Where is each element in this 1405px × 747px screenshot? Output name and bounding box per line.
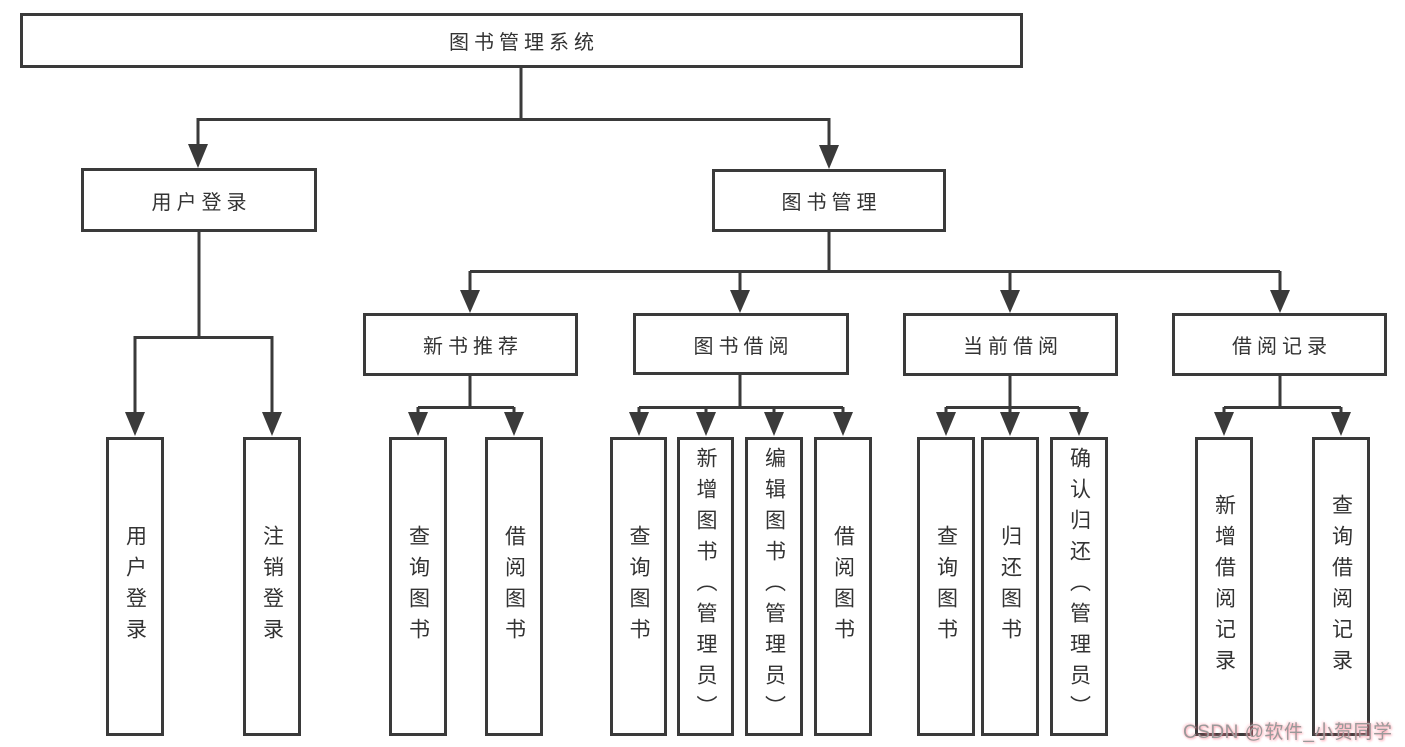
leaf-confirm-return-admin: 确认归还（管理员） (1050, 437, 1108, 736)
leaf-logout-login: 注销登录 (243, 437, 301, 736)
node-label: 归还图书 (998, 524, 1022, 649)
node-label: 用户登录 (123, 524, 147, 649)
leaf-query-books-borrowing: 查询图书 (610, 437, 667, 736)
node-label: 当前借阅 (963, 336, 1063, 358)
leaf-add-borrow-record: 新增借阅记录 (1195, 437, 1253, 736)
edges-new-book-recommend-to-leaves (408, 376, 524, 436)
node-book-management: 图书管理 (712, 169, 946, 232)
csdn-watermark: CSDN @软件_小贺同学 (1183, 722, 1393, 743)
edges-user-login-to-leaves (125, 232, 282, 436)
leaf-return-books: 归还图书 (981, 437, 1039, 736)
edges-borrowing-records-to-leaves (1214, 376, 1351, 436)
node-label: 图书借阅 (693, 335, 794, 358)
node-label: 编辑图书（管理员） (762, 447, 786, 726)
edges-book-management-to-level3 (460, 232, 1290, 313)
node-label: 查询图书 (627, 524, 650, 649)
node-label: 查询图书 (934, 524, 958, 649)
node-book-borrowing: 图书借阅 (633, 313, 849, 375)
node-label: 借阅记录 (1232, 336, 1332, 358)
node-label: 图书管理系统 (449, 32, 599, 54)
edges-current-borrowing-to-leaves (936, 376, 1089, 436)
node-root-library-system: 图书管理系统 (20, 13, 1023, 68)
edges-book-borrowing-to-leaves (629, 375, 853, 436)
node-label: 注销登录 (260, 524, 284, 649)
node-user-login: 用户登录 (81, 168, 317, 232)
leaf-add-books-admin: 新增图书（管理员） (677, 437, 734, 736)
leaf-edit-books-admin: 编辑图书（管理员） (745, 437, 803, 736)
leaf-borrow-books-recommend: 借阅图书 (485, 437, 543, 736)
node-label: 图书管理 (781, 192, 882, 214)
node-label: 借阅图书 (502, 524, 526, 649)
node-label: 用户登录 (151, 191, 252, 214)
node-current-borrowing: 当前借阅 (903, 313, 1118, 376)
leaf-query-books-recommend: 查询图书 (389, 437, 447, 736)
edges-root-to-level2 (188, 68, 839, 169)
node-new-book-recommend: 新书推荐 (363, 313, 578, 376)
node-borrowing-records: 借阅记录 (1172, 313, 1387, 376)
node-label: 新增借阅记录 (1212, 493, 1236, 680)
leaf-user-login: 用户登录 (106, 437, 164, 736)
node-label: 新书推荐 (423, 336, 523, 358)
node-label: 借阅图书 (831, 524, 855, 649)
node-label: 查询图书 (406, 524, 430, 649)
node-label: 新增图书（管理员） (694, 447, 717, 726)
node-label: 确认归还（管理员） (1067, 447, 1091, 726)
leaf-query-borrow-record: 查询借阅记录 (1312, 437, 1370, 736)
node-label: 查询借阅记录 (1329, 493, 1353, 680)
leaf-query-books-current: 查询图书 (917, 437, 975, 736)
leaf-borrow-books: 借阅图书 (814, 437, 872, 736)
